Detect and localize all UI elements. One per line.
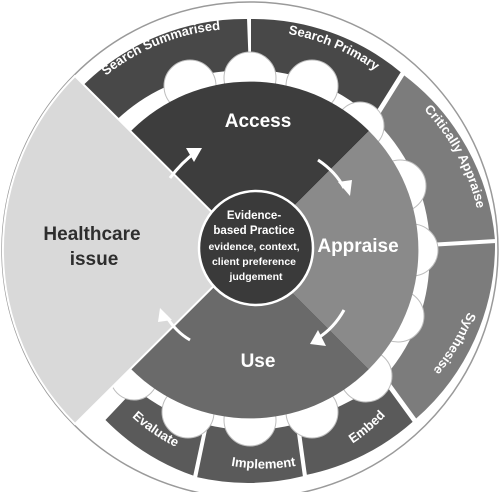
issue-label-line-1: Healthcare [43, 224, 140, 245]
center-title-line-1: Evidence- [227, 210, 281, 222]
ring-label-implement: Implement [231, 454, 297, 472]
center-sub-line-1: evidence, context, [208, 241, 299, 253]
arrowhead-access-icon [186, 148, 202, 162]
arrowhead-use-icon [310, 330, 326, 346]
issue-label-line-2: issue [70, 249, 119, 270]
center-title: Evidence- based Practice evidence, conte… [208, 206, 303, 283]
arrowhead-issue-icon [158, 308, 172, 322]
center-title-line-2: based Practice [213, 225, 294, 237]
ring-segment-search-summarised [80, 16, 252, 122]
center-sub-line-2: client preference [212, 256, 296, 268]
healthcare-issue-wedge [1, 74, 252, 426]
arrowhead-appraise-icon [338, 180, 352, 196]
quadrant-label-use: Use [241, 351, 276, 372]
center-sub-line-3: judgement [228, 271, 283, 283]
quadrant-use [131, 250, 369, 419]
quadrant-access [131, 81, 369, 251]
healthcare-issue-label: Healthcare issue [43, 224, 144, 270]
center-circle [197, 189, 315, 307]
quadrant-label-appraise: Appraise [317, 236, 398, 257]
quadrant-appraise [250, 131, 419, 369]
quadrant-label-access: Access [225, 111, 292, 132]
